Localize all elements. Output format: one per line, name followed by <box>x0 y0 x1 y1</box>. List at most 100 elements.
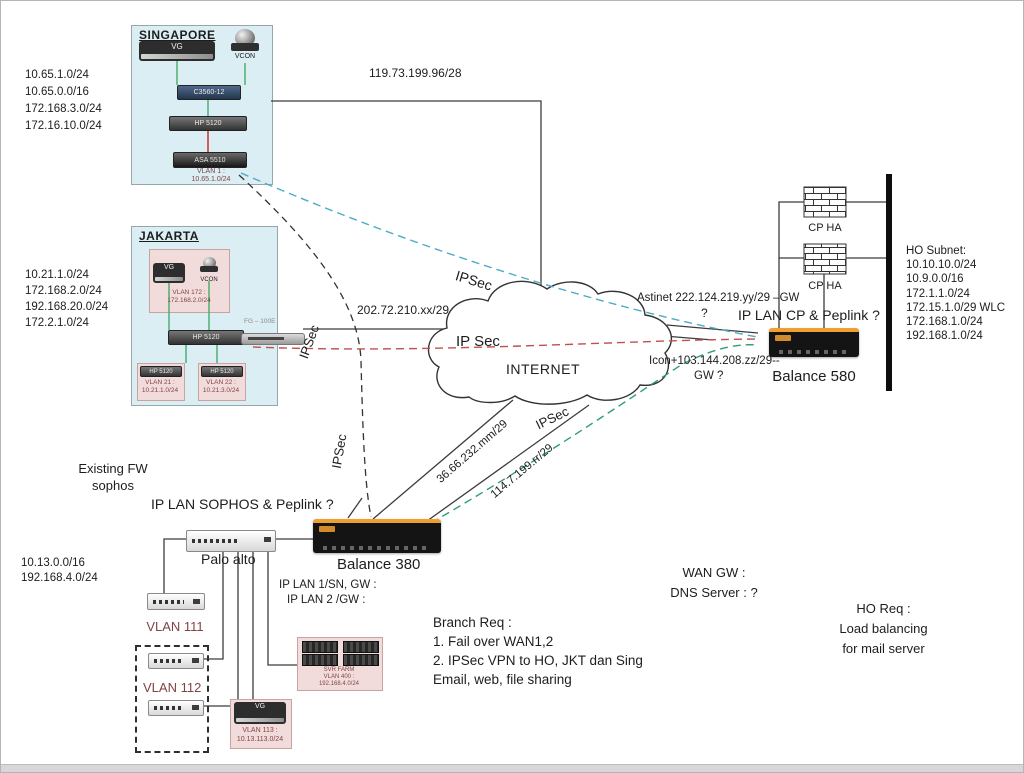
existing-fw-line: sophos <box>92 478 134 493</box>
jk-fortigate-label: FG – 100E <box>244 318 276 325</box>
subnet-item: 10.9.0.0/16 <box>906 273 964 286</box>
vlan113-label: VLAN 113 : <box>242 727 278 734</box>
singapore-title: SINGAPORE <box>139 28 216 42</box>
ho-req-line: for mail server <box>842 641 925 656</box>
bottom-frame-strip <box>1 764 1023 772</box>
ho-req-line: Load balancing <box>839 621 928 636</box>
subnet-item: 10.21.1.0/24 <box>25 269 89 281</box>
subnet-item: 10.13.0.0/16 <box>21 557 85 569</box>
branch-requirements: Branch Req : 1. Fail over WAN1,2 2. IPSe… <box>433 613 643 689</box>
sg-vlan1-subnet: 10.65.1.0/24 <box>191 176 231 183</box>
subnet-item: 172.1.1.0/24 <box>906 287 970 300</box>
subnet-title: HO Subnet: <box>906 245 967 257</box>
jk-vcon-label: VCON <box>200 277 218 283</box>
branch-iplan2-label: IP LAN 2 /GW : <box>287 594 366 606</box>
jakarta-title: JAKARTA <box>139 229 199 243</box>
subnet-item: 192.168.4.0/24 <box>21 572 98 584</box>
branch-wan2-link <box>426 404 590 522</box>
lan-links <box>163 201 886 707</box>
wan-gw-label: WAN GW : <box>682 565 746 580</box>
subnet-item: 172.168.3.0/24 <box>25 103 102 115</box>
vg-device-label: VG <box>171 42 183 51</box>
ho-subnet-list: HO Subnet: 10.10.10.0/24 10.9.0.0/16 172… <box>906 244 1005 343</box>
svr-farm-subnet: 192.168.4.0/24 <box>318 681 360 687</box>
server-icon <box>343 641 379 653</box>
astinet-question: ? <box>701 306 708 320</box>
branch-wan1-link <box>372 399 514 520</box>
sg-firewall-asa5510: ASA 5510 <box>173 152 247 168</box>
device-label: HP 5120 <box>149 368 173 375</box>
firewall-cpha2-icon <box>803 243 847 275</box>
branch-vg-device: VG <box>234 702 286 724</box>
server-icon <box>343 654 379 666</box>
jk-vg-device: VG <box>153 263 185 283</box>
sg-subnet-list: 10.65.1.0/24 10.65.0.0/16 172.168.3.0/24… <box>25 67 102 135</box>
singapore-wan-link <box>271 100 542 288</box>
palo-svrfarm-link <box>267 550 297 666</box>
cpha-left-rail <box>778 201 804 259</box>
server-icon <box>302 641 338 653</box>
jk-fortigate-device <box>241 333 305 345</box>
vlan112-label: VLAN 112 <box>143 680 202 695</box>
subnet-item: 192.168.1.0/24 <box>906 330 983 343</box>
branch-req-line: Email, web, file sharing <box>433 672 572 687</box>
jk-switch-hp5120: HP 5120 <box>168 330 244 345</box>
jakarta-wan-ip: 202.72.210.xx/29 <box>357 303 450 317</box>
subnet-item: 172.168.2.0/24 <box>25 285 102 297</box>
sg-switch-c3560: C3560-12 <box>177 85 241 100</box>
jk-vlan172-label: VLAN 172 : <box>172 289 206 296</box>
ipsec-tunnel-branch-ho <box>430 344 759 524</box>
branch-req-line: 1. Fail over WAN1,2 <box>433 634 554 649</box>
ho-balance580-device <box>769 328 859 357</box>
subnet-item: 172.2.1.0/24 <box>25 317 89 329</box>
icon-wan-ip: Icon+103.144.208.zz/29-- <box>649 355 780 367</box>
sg-vcon-label: VCON <box>234 53 256 60</box>
subnet-item: 172.168.1.0/24 <box>906 316 983 329</box>
device-label: ASA 5510 <box>194 156 226 164</box>
internet-cloud <box>427 280 673 405</box>
vlan111-label: VLAN 111 <box>146 619 204 634</box>
cpha1-label: CP HA <box>808 222 842 234</box>
jk-vlan21-subnet: 10.21.1.0/24 <box>141 387 179 394</box>
icon-gw-question: GW ? <box>694 370 724 382</box>
vg-device-label: VG <box>254 703 266 710</box>
jk-vcon-camera-icon <box>197 257 221 272</box>
dns-server-label: DNS Server : ? <box>670 585 758 600</box>
jk-vlan21-label: VLAN 21 : <box>145 379 175 386</box>
vg-device-label: VG <box>163 264 175 271</box>
ho-lan-backbone <box>886 174 892 391</box>
vlan112-switch-b <box>148 700 204 716</box>
existing-fw-line: Existing FW <box>78 461 148 476</box>
svr-farm-label: SVR FARM <box>323 667 355 673</box>
cloud-ipsec-label: IP Sec <box>456 333 500 350</box>
astinet-wan-ip: Astinet 222.124.219.yy/29 –GW <box>637 292 800 304</box>
green-lan-links <box>168 61 246 363</box>
jk-vlan22-label: VLAN 22 : <box>206 379 236 386</box>
branch-balance380-device <box>313 519 441 553</box>
firewall-cpha1-icon <box>803 186 847 218</box>
sg-vg-device: VG <box>139 41 215 61</box>
svr-farm-vlan: VLAN 400 : <box>323 674 355 680</box>
jk-vlan22-subnet: 10.21.3.0/24 <box>202 387 240 394</box>
wan-gw-notes: WAN GW : DNS Server : ? <box>651 563 777 603</box>
ho-wan2-link <box>663 335 714 341</box>
cpha2-label: CP HA <box>808 280 842 292</box>
sg-vlan1-label: VLAN 1 : <box>196 168 225 175</box>
sg-switch-hp5120: HP 5120 <box>169 116 247 131</box>
cloud-internet-label: INTERNET <box>506 361 580 377</box>
subnet-item: 172.15.1.0/29 WLC <box>906 301 1006 314</box>
ho-iplan-label: IP LAN CP & Peplink ? <box>738 307 880 323</box>
subnet-item: 10.65.0.0/16 <box>25 86 89 98</box>
jk-subnet-list: 10.21.1.0/24 172.168.2.0/24 192.168.20.0… <box>25 267 108 331</box>
vlan112-group-box <box>135 645 209 753</box>
subnet-item: 10.10.10.0/24 <box>906 259 977 272</box>
singapore-wan-ip: 119.73.199.96/28 <box>369 66 462 80</box>
ho-requirements: HO Req : Load balancing for mail server <box>821 599 946 659</box>
device-label: C3560-12 <box>193 89 225 96</box>
sg-vcon-camera-icon <box>225 29 265 51</box>
device-label: HP 5120 <box>194 120 222 127</box>
jk-vlan172-subnet: 172.168.2.0/24 <box>167 297 211 304</box>
palo-alto-device <box>186 530 276 552</box>
ho-req-title: HO Req : <box>856 601 911 616</box>
jk-vlan22-switch: HP 5120 <box>201 366 243 377</box>
